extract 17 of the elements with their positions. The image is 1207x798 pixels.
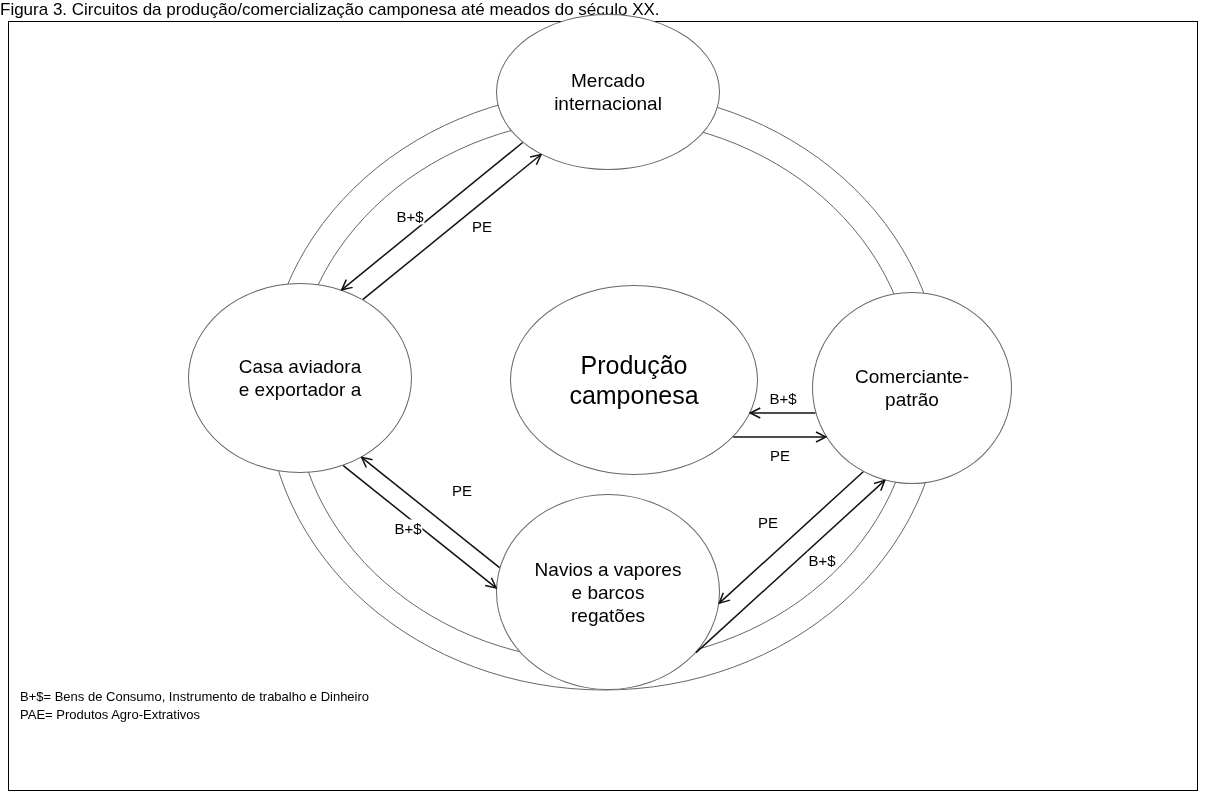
edge-label: B+$ <box>807 551 837 569</box>
arrow <box>732 431 827 443</box>
node-label: Mercado internacional <box>553 69 663 115</box>
arrow <box>362 153 542 301</box>
legend-note: B+$= Bens de Consumo, Instrumento de trabalho e Dinheiro <box>20 688 370 706</box>
arrow <box>342 464 497 589</box>
node-label: Casa aviadora e exportador a <box>237 355 363 401</box>
edge-label: B+$ <box>393 519 423 537</box>
arrow <box>749 407 817 419</box>
node-label: Navios a vapores e barcos regatões <box>533 557 683 627</box>
arrow <box>340 141 524 291</box>
arrow <box>360 456 501 569</box>
arrow <box>718 471 864 604</box>
node-label: Produção camponesa <box>568 350 700 410</box>
legend-note: PAE= Produtos Agro-Extrativos <box>20 706 202 724</box>
figure-title: Figura 3. Circuitos da produção/comercialização camponesa até meados do século XX. <box>0 0 660 20</box>
node-label: Comerciante- patrão <box>853 365 970 411</box>
